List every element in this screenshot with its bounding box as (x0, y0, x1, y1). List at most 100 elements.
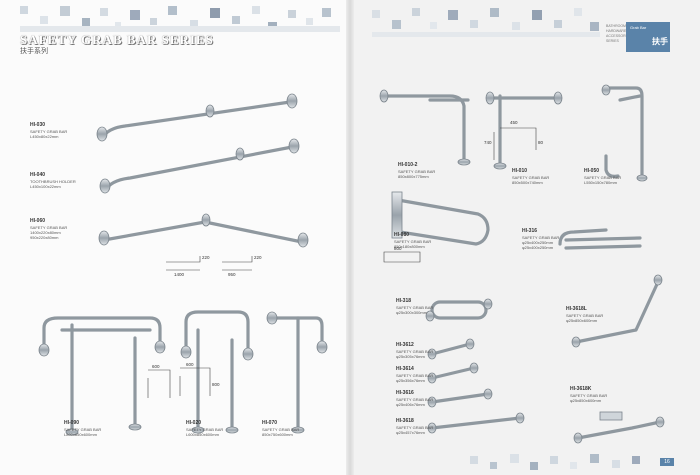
flange (128, 423, 142, 431)
hi060-drawing-b (222, 256, 253, 263)
product-code: HI-318 (396, 298, 412, 304)
product-label-hi050: HI-050 SAFETY GRAB BAR L550x150x780mm (584, 168, 621, 185)
product-spec: SAFETY GRAB BAR (396, 373, 434, 378)
product-spec: SAFETY GRAB BAR (186, 427, 224, 432)
product-label-hi3618k: HI-3618K SAFETY GRAB BAR φ25x850x600mm (570, 386, 607, 403)
hi020-drawing (180, 367, 211, 396)
product-spec: L550x150x780mm (584, 180, 617, 185)
flange (205, 104, 215, 118)
hi060-dim-height-a: 220 (202, 255, 210, 260)
product-spec: φ25x406x76mm (396, 402, 425, 407)
hi060-dim-height-b: 220 (254, 255, 262, 260)
flange (427, 348, 437, 360)
flange (297, 232, 309, 248)
flange (469, 362, 479, 374)
flange (288, 138, 300, 154)
hi318-grab-bar-image (430, 300, 488, 320)
flange (99, 178, 111, 194)
hi010-dim-height-a: 740 (484, 140, 492, 145)
product-label-hi080: HI-080 SAFETY GRAB BAR 850x180x800mm (394, 232, 431, 249)
product-label-hi070: HI-070 SAFETY GRAB BAR 850x750x600mm (262, 420, 299, 437)
product-code: HI-080 (394, 232, 410, 238)
product-spec: L450x80x22mm (30, 134, 59, 139)
product-spec: φ25x400x250mm (522, 240, 554, 245)
flange (457, 158, 471, 166)
series-caption-line: SERIES (606, 39, 619, 43)
product-spec: SAFETY GRAB BAR (512, 175, 550, 180)
flange (553, 91, 563, 105)
flange (291, 426, 305, 434)
product-code: HI-316 (522, 228, 538, 234)
hi060-drawing-a (166, 256, 201, 263)
hi090-grab-bar-image (42, 316, 162, 432)
hi020-grab-bar-image (184, 310, 250, 430)
product-code: HI-090 (64, 420, 80, 426)
hi020-dim-width: 600 (186, 362, 194, 367)
product-spec: L600x850x600mm (186, 432, 219, 437)
product-spec: 950x220x80mm (30, 235, 59, 240)
flange (266, 311, 278, 325)
flange (493, 162, 507, 170)
flange (653, 274, 663, 286)
product-code: HI-3614 (396, 366, 414, 372)
product-spec: 850x500x740mm (512, 180, 543, 185)
hi020-dim-height: 800 (212, 382, 220, 387)
product-spec: 850x180x800mm (394, 244, 425, 249)
product-label-hi3618l: HI-3618L SAFETY GRAB BAR φ25x850x600mm (566, 306, 603, 323)
hi010-dim-width: 450 (510, 120, 518, 125)
hi080-dim-width: 800 (394, 246, 402, 251)
hi3616-grab-bar-image (430, 392, 490, 404)
product-label-hi010: HI-010 SAFETY GRAB BAR 850x500x740mm (512, 168, 549, 185)
flange (573, 432, 583, 444)
flange (483, 298, 493, 310)
product-spec: L800x850x600mm (64, 432, 97, 437)
product-spec: φ25x400x250mm (522, 245, 554, 250)
product-spec: TOOTHBRUSH HOLDER (30, 179, 76, 184)
flange (465, 338, 475, 350)
product-code: HI-030 (30, 122, 46, 128)
product-label-hi3612: HI-3612 SAFETY GRAB BAR φ25x305x76mm (396, 342, 433, 359)
product-spec: φ25x300x300mm (396, 310, 428, 315)
product-label-hi3614: HI-3614 SAFETY GRAB BAR φ25x356x76mm (396, 366, 433, 383)
product-spec: SAFETY GRAB BAR (30, 129, 68, 134)
book-spine (346, 0, 354, 475)
product-spec: 850x800x775mm (398, 174, 429, 179)
flange (191, 426, 205, 434)
flange (427, 396, 437, 408)
left-page (0, 0, 350, 475)
flange (601, 84, 611, 96)
product-spec: SAFETY GRAB BAR (566, 313, 604, 318)
hi090-drawing (148, 369, 171, 398)
flange (316, 340, 328, 354)
product-spec: SAFETY GRAB BAR (398, 169, 436, 174)
series-caption-line: BATHROOM HARDWARE (606, 24, 627, 33)
section-tag: Grab Bar 扶手 (626, 22, 670, 52)
product-spec: SAFETY GRAB BAR (396, 305, 434, 310)
flange (65, 428, 79, 436)
flange (571, 336, 581, 348)
product-label-hi090: HI-090 SAFETY GRAB BAR L800x850x600mm (64, 420, 101, 437)
hi080-drawing (383, 251, 421, 263)
catalog-title: SAFETY GRAB BAR SERIES (20, 32, 214, 47)
page-number: 16 (660, 458, 674, 466)
hi060-dim-width-a: 1400 (174, 272, 185, 277)
product-code: HI-070 (262, 420, 278, 426)
flange (201, 213, 211, 227)
product-spec: SAFETY GRAB BAR (396, 397, 434, 402)
flange (96, 126, 108, 142)
flange (242, 347, 254, 361)
product-spec: SAFETY GRAB BAR (570, 393, 608, 398)
product-code: HI-3618 (396, 418, 414, 424)
hi050-grab-bar-image (604, 86, 644, 178)
hi010-drawing (500, 127, 537, 150)
hi3618k-grab-bar-image (576, 420, 662, 440)
product-code: HI-3616 (396, 390, 414, 396)
flange (379, 89, 389, 103)
product-code: HI-060 (30, 218, 46, 224)
series-caption-line: ACCESSORIES (606, 34, 632, 38)
product-label-hi030: HI-030 SAFETY GRAB BAR L450x80x22mm (30, 122, 67, 139)
technical-drawings (147, 127, 537, 398)
product-code: HI-010 (512, 168, 528, 174)
product-spec: 850x750x600mm (262, 432, 293, 437)
hi3612-grab-bar-image (430, 342, 472, 356)
